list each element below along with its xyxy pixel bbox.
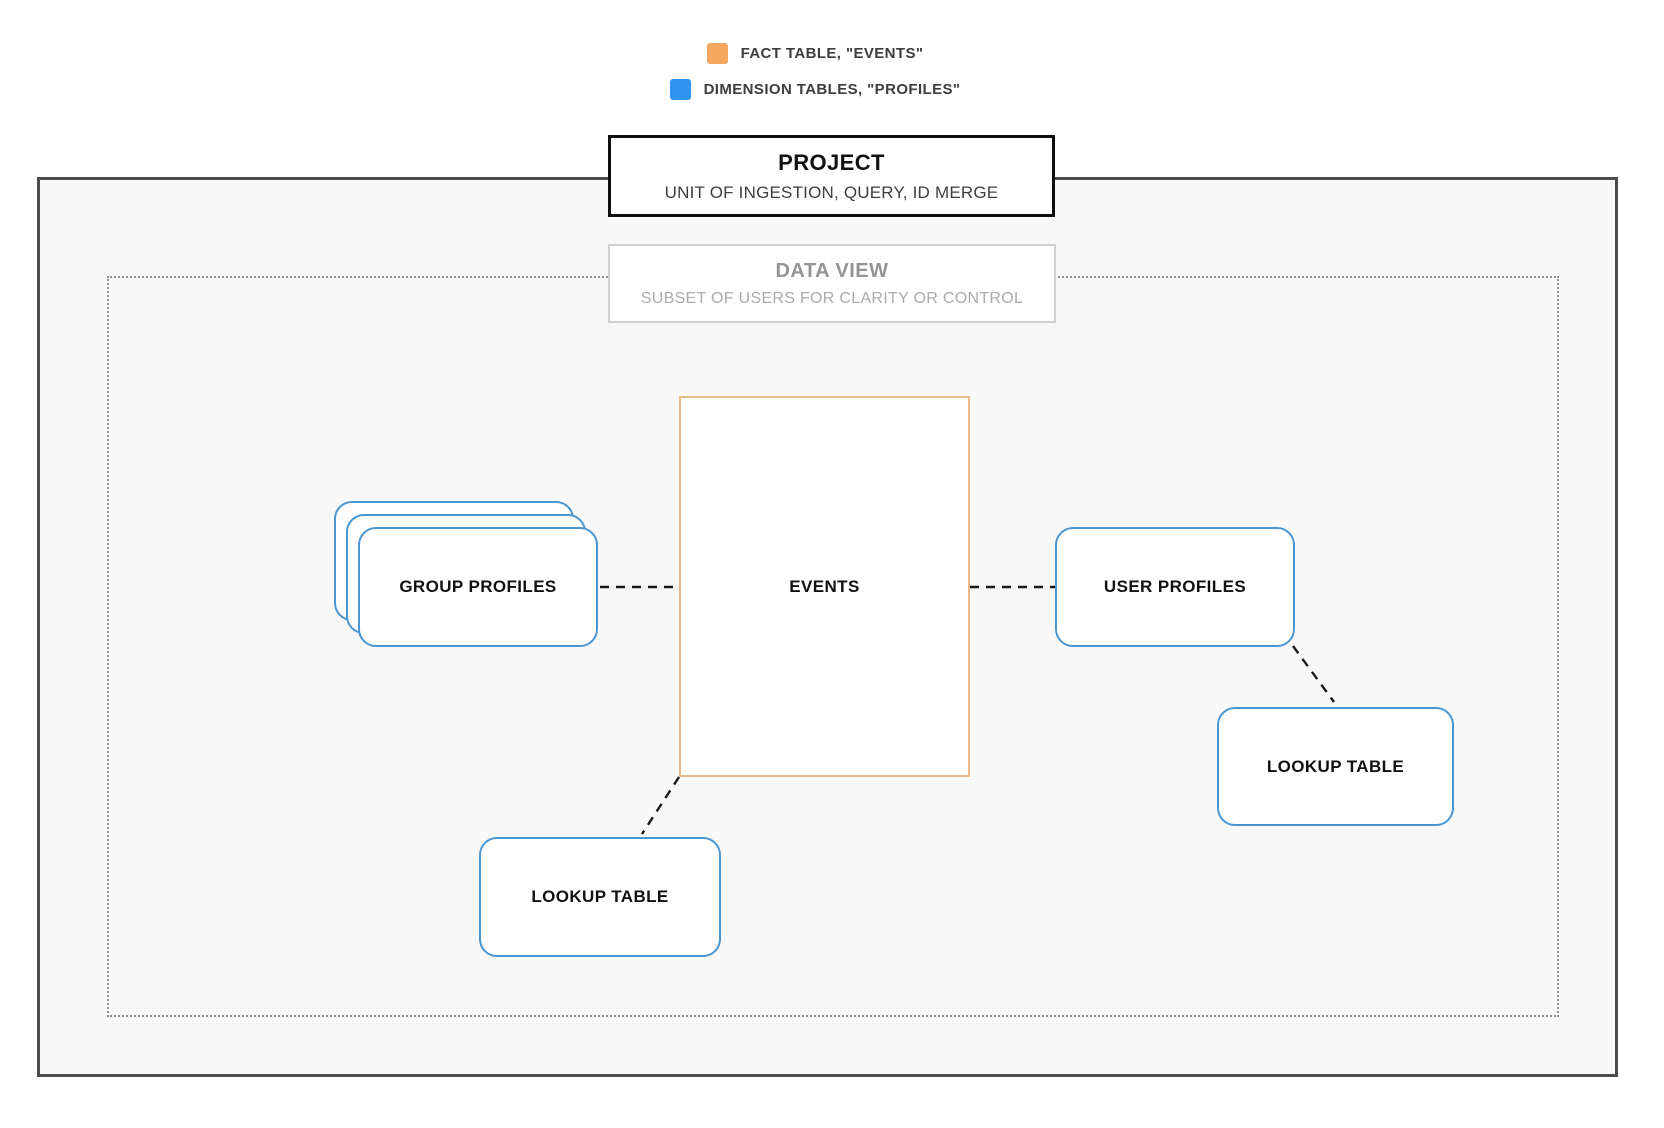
data-view-subtitle: SUBSET OF USERS FOR CLARITY OR CONTROL <box>640 289 1024 307</box>
node-group-profiles: GROUP PROFILES <box>358 527 598 647</box>
node-events: EVENTS <box>679 396 970 777</box>
node-user-profiles-label: USER PROFILES <box>1103 577 1247 596</box>
fact-table-swatch-icon <box>706 42 728 64</box>
legend-item-label: DIMENSION TABLES, "PROFILES" <box>703 80 961 98</box>
legend: FACT TABLE, "EVENTS" DIMENSION TABLES, "… <box>0 42 1630 100</box>
node-lookup-table-bottom-label: LOOKUP TABLE <box>531 887 669 906</box>
node-lookup-table-right: LOOKUP TABLE <box>1217 707 1454 826</box>
data-view-title: DATA VIEW <box>775 259 889 282</box>
node-lookup-table-right-label: LOOKUP TABLE <box>1266 756 1405 776</box>
connector-user-profiles-lookup-table <box>1292 645 1335 703</box>
data-view-header-box: DATA VIEW SUBSET OF USERS FOR CLARITY OR… <box>608 244 1056 323</box>
node-user-profiles: USER PROFILES <box>1055 527 1295 647</box>
legend-item-label: FACT TABLE, "EVENTS" <box>740 44 924 62</box>
connector-events-lookup-table <box>640 776 681 835</box>
dimension-tables-swatch-icon <box>669 78 691 100</box>
project-header-box: PROJECT UNIT OF INGESTION, QUERY, ID MER… <box>608 135 1055 217</box>
project-title: PROJECT <box>778 149 885 175</box>
legend-item-fact-table: FACT TABLE, "EVENTS" <box>706 42 924 64</box>
legend-item-dimension-tables: DIMENSION TABLES, "PROFILES" <box>669 78 961 100</box>
node-events-label: EVENTS <box>789 576 860 596</box>
project-subtitle: UNIT OF INGESTION, QUERY, ID MERGE <box>664 182 999 202</box>
node-lookup-table-bottom: LOOKUP TABLE <box>479 837 721 957</box>
node-group-profiles-label: GROUP PROFILES <box>399 577 557 596</box>
